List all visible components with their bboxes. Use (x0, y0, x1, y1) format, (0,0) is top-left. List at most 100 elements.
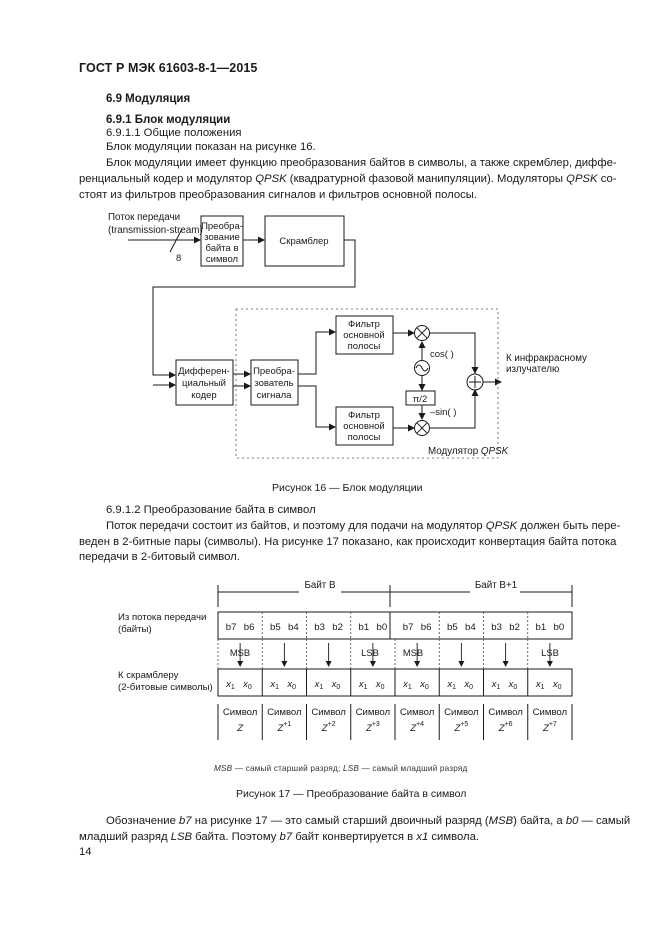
diff-text: кодер (191, 390, 216, 401)
arrow-head (369, 661, 376, 667)
para4-b7: b7 (179, 815, 192, 827)
symbol-word: Символ (223, 707, 258, 718)
modulator-label: Модулятор QPSK (428, 446, 509, 457)
cos-label: cos( ) (430, 349, 454, 360)
symbol-x0: x0 (508, 679, 518, 691)
note-text: — самый младший разряд (359, 764, 468, 773)
b2s-text: зование (204, 232, 240, 243)
paragraph-4-line-1: Обозначение b7 на рисунке 17 — это самый… (106, 814, 630, 829)
symbol-x0: x0 (242, 679, 252, 691)
symbol-x0: x0 (552, 679, 562, 691)
symbol-x1: x1 (225, 679, 235, 691)
byte-to-symbol-box (200, 215, 244, 267)
arrow-head (502, 661, 509, 667)
symbol-word: Символ (311, 707, 346, 718)
para4-text: байта. Поэтому (192, 831, 280, 843)
lsb-label: LSB (361, 647, 379, 658)
symbol-z: Z+5 (453, 721, 468, 734)
msb-label: MSB (403, 647, 423, 658)
filter-text: Фильтр (348, 410, 380, 421)
output-label-1: К инфракрасному (506, 353, 587, 364)
filter-text: полосы (348, 432, 381, 443)
para2-text: со- (597, 173, 617, 185)
scrambler-label: Скрамблер (279, 236, 328, 247)
conv-text: зователь (254, 378, 293, 389)
signal-converter-box (250, 359, 299, 406)
bit-label: b0 (554, 622, 565, 633)
symbol-word: Символ (267, 707, 302, 718)
symbol-z: Z (236, 723, 244, 734)
para4-text: Обозначение (106, 815, 180, 827)
figure-16-caption: Рисунок 16 — Блок модуляции (272, 482, 423, 494)
symbol-x1: x1 (269, 679, 279, 691)
arrow-head (458, 661, 465, 667)
page-number: 14 (79, 846, 92, 858)
para4-text: младший разряд (79, 831, 171, 843)
symbol-x1: x1 (535, 679, 545, 691)
arrow-head (414, 661, 421, 667)
bit-label: b7 (403, 622, 414, 633)
conv-text: сигнала (257, 390, 293, 401)
paragraph-2-line-3: стоят из фильтров преобразования сигнало… (79, 189, 478, 201)
bit-label: b0 (377, 622, 388, 633)
sin-label: –sin( ) (430, 407, 456, 418)
paragraph-4-line-2: младший разряд LSB байта. Поэтому b7 бай… (79, 830, 479, 845)
diff-text: Дифферен- (178, 366, 230, 377)
symbol-z: Z+4 (409, 721, 424, 734)
diff-text: циальный (182, 378, 226, 389)
section-title: 6.9 Модуляция (106, 93, 191, 105)
multiplier-top (414, 325, 430, 341)
para2-text: (квадратурной фазовой манипуляции). Моду… (286, 173, 567, 185)
byte-b1-label: Байт В+1 (475, 580, 517, 591)
para4-b0: b0 (565, 815, 579, 827)
para2-text: Блок модуляции имеет функцию преобразова… (106, 157, 617, 169)
arrow-head (237, 661, 244, 667)
paragraph-3-line-1: Поток передачи состоит из байтов, и поэт… (106, 519, 620, 534)
bus-width-label: 8 (176, 253, 181, 264)
arrow-head (325, 661, 332, 667)
para4-text: символа. (428, 831, 480, 843)
row2-label-2: (2-битовые символы) (118, 682, 213, 693)
input-label-1: Поток передачи (108, 212, 180, 223)
bit-label: b2 (332, 622, 343, 633)
row1-label-1: Из потока передачи (118, 612, 206, 623)
symbol-x1: x1 (491, 679, 501, 691)
symbol-word: Символ (533, 707, 568, 718)
symbol-x0: x0 (331, 679, 341, 691)
figure-16-diagram: Поток передачи (transmission-stream) 8 П… (108, 212, 587, 459)
figure-17-caption: Рисунок 17 — Преобразование байта в симв… (236, 788, 467, 800)
subsection-title: 6.9.1 Блок модуляции (106, 114, 231, 126)
paragraph-3-line-2: веден в 2-битные пары (символы). На рису… (79, 536, 617, 548)
symbol-x0: x0 (286, 679, 296, 691)
arrow-head (281, 661, 288, 667)
bit-label: b5 (270, 622, 281, 633)
para4-lsb: LSB (170, 831, 193, 843)
b2s-text: символ (206, 254, 238, 265)
bit-label: b5 (447, 622, 458, 633)
para2-qpsk: QPSK (566, 173, 598, 185)
para3-text: Поток передачи состоит из байтов, и поэт… (106, 520, 486, 532)
bit-label: b4 (465, 622, 476, 633)
conv-text: Преобра- (253, 366, 295, 377)
filter-top-box (335, 315, 394, 355)
filter-text: Фильтр (348, 319, 380, 330)
symbol-word: Символ (444, 707, 479, 718)
para3-text: должен быть пере- (517, 520, 621, 532)
bit-label: b6 (244, 622, 255, 633)
byte-b-label: Байт В (304, 580, 336, 591)
symbol-x1: x1 (358, 679, 368, 691)
para4-text: ) байта, а (513, 815, 566, 827)
symbol-x1: x1 (314, 679, 324, 691)
symbol-x0: x0 (419, 679, 429, 691)
row1-label-2: (байты) (118, 624, 152, 635)
note-text: — самый старший разряд; (232, 764, 343, 773)
filter-text: основной (343, 421, 384, 432)
diff-coder-box (175, 359, 234, 406)
para4-text: на рисунке 17 — это самый старший двоичн… (191, 815, 489, 827)
msb-label: MSB (230, 647, 250, 658)
symbol-x0: x0 (463, 679, 473, 691)
symbol-z: Z+3 (365, 721, 380, 734)
bit-label: b2 (509, 622, 520, 633)
multiplier-bottom (414, 420, 430, 436)
